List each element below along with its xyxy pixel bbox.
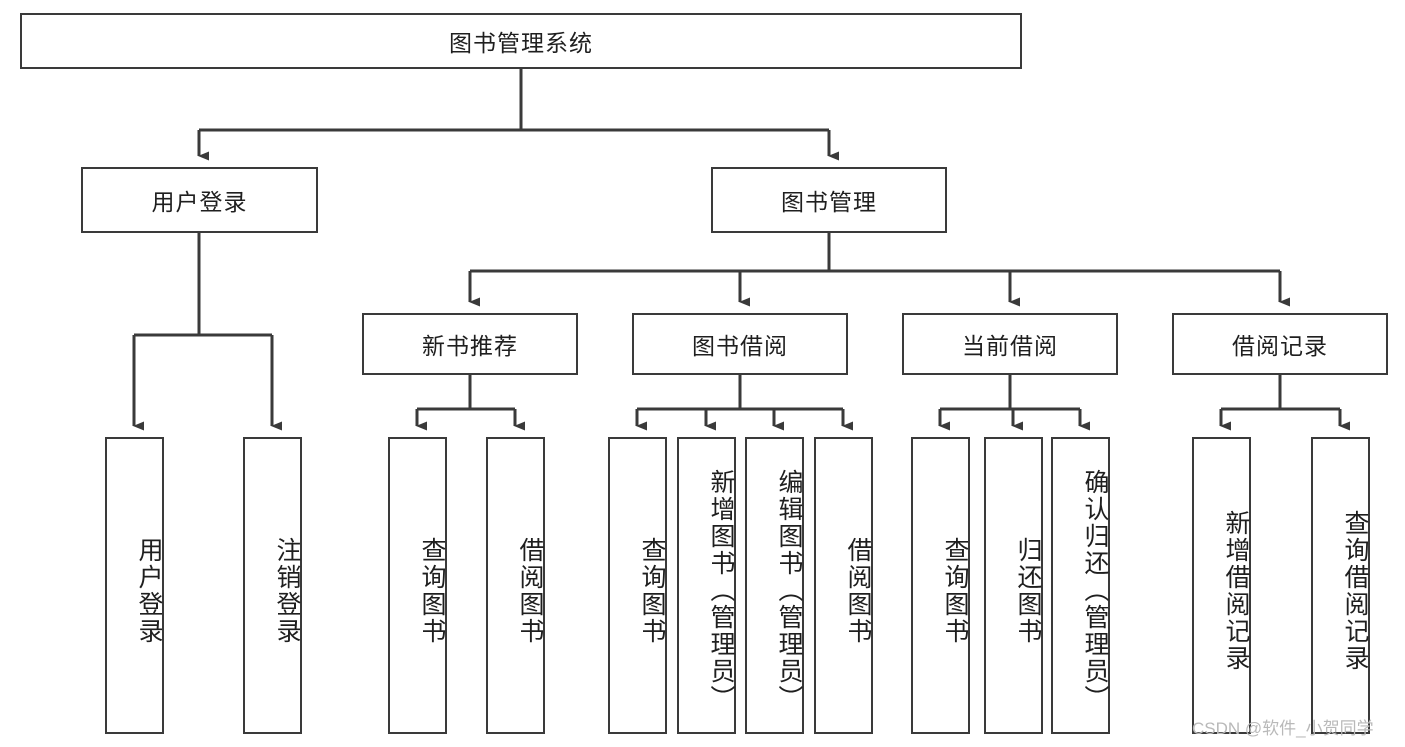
level2-node-3[interactable]: 借阅记录 (1172, 313, 1388, 375)
node-label: 新书推荐 (422, 333, 518, 359)
node-label: 用户登录 (151, 189, 248, 215)
node-label: 借阅图书 (844, 536, 872, 645)
leaf-node-1[interactable]: 注销登录 (243, 437, 302, 734)
leaf-node-7[interactable]: 借阅图书 (814, 437, 873, 734)
node-label: 当前借阅 (962, 333, 1058, 359)
root-node-0[interactable]: 图书管理系统 (20, 13, 1022, 69)
node-label: 查询图书 (638, 536, 666, 645)
node-label: 图书借阅 (692, 333, 788, 359)
level1-node-1[interactable]: 图书管理 (711, 167, 947, 233)
node-label: 查询图书 (418, 536, 446, 645)
node-label: 图书管理系统 (449, 30, 593, 56)
leaf-node-5[interactable]: 新增图书（管理员） (677, 437, 736, 734)
level2-node-1[interactable]: 图书借阅 (632, 313, 848, 375)
leaf-node-4[interactable]: 查询图书 (608, 437, 667, 734)
watermark-label: CSDN @软件_小贺同学 (1192, 719, 1374, 738)
node-label: 查询图书 (941, 536, 969, 645)
leaf-node-6[interactable]: 编辑图书（管理员） (745, 437, 804, 734)
leaf-node-12[interactable]: 查询借阅记录 (1311, 437, 1370, 734)
level1-node-0[interactable]: 用户登录 (81, 167, 318, 233)
leaf-node-2[interactable]: 查询图书 (388, 437, 447, 734)
node-label: 新增图书（管理员） (707, 469, 735, 712)
level2-node-2[interactable]: 当前借阅 (902, 313, 1118, 375)
leaf-node-11[interactable]: 新增借阅记录 (1192, 437, 1251, 734)
leaf-node-10[interactable]: 确认归还（管理员） (1051, 437, 1110, 734)
node-label: 借阅图书 (516, 536, 544, 645)
node-label: 图书管理 (781, 189, 877, 215)
node-label: 新增借阅记录 (1222, 509, 1250, 672)
leaf-node-9[interactable]: 归还图书 (984, 437, 1043, 734)
leaf-node-8[interactable]: 查询图书 (911, 437, 970, 734)
level2-node-0[interactable]: 新书推荐 (362, 313, 578, 375)
node-label: 归还图书 (1014, 536, 1042, 645)
leaf-node-0[interactable]: 用户登录 (105, 437, 164, 734)
leaf-node-3[interactable]: 借阅图书 (486, 437, 545, 734)
node-label: 注销登录 (273, 536, 301, 645)
node-label: 用户登录 (135, 536, 163, 645)
node-label: 编辑图书（管理员） (775, 469, 803, 712)
node-label: 查询借阅记录 (1341, 509, 1369, 672)
node-label: 借阅记录 (1232, 333, 1328, 359)
node-label: 确认归还（管理员） (1081, 469, 1109, 712)
